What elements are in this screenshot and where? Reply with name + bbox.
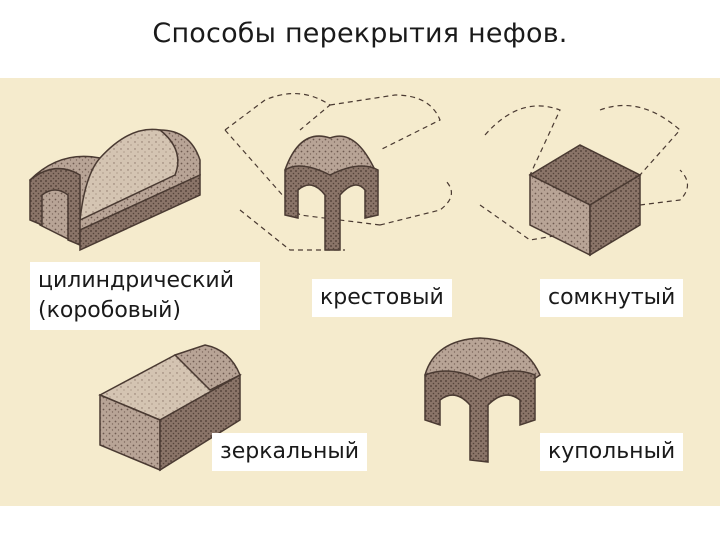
label-cross-vault: крестовый: [312, 279, 452, 317]
label-cylindrical-vault: цилиндрический (коробовый): [30, 262, 260, 330]
bottom-band: [0, 506, 720, 540]
label-cylindrical-line2: (коробовый): [38, 298, 181, 323]
cross-vault-drawing: [224, 92, 452, 251]
label-mirror-vault: зеркальный: [212, 433, 368, 471]
label-cloister-vault: сомкнутый: [540, 279, 684, 317]
label-cylindrical-line1: цилиндрический: [38, 268, 235, 293]
cylindrical-vault-drawing: [29, 128, 201, 252]
cloister-vault-drawing: [479, 104, 689, 257]
slide-title: Способы перекрытия нефов.: [152, 18, 568, 49]
title-band: Способы перекрытия нефов.: [0, 0, 720, 78]
mirror-vault-drawing: [98, 344, 242, 472]
dome-vault-drawing: [424, 337, 541, 463]
label-dome-vault: купольный: [540, 433, 684, 471]
